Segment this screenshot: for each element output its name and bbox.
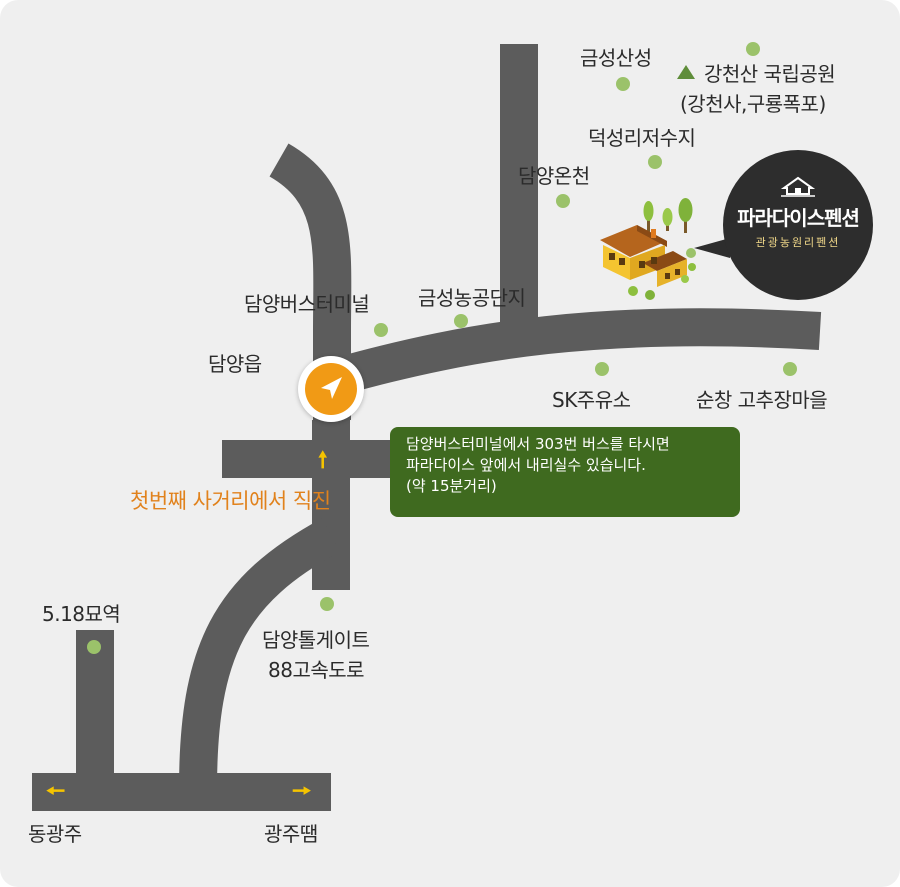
label-gwangju-dam: 광주땜 bbox=[264, 822, 318, 846]
label-gangcheonsan-park: 강천산 국립공원 bbox=[704, 62, 836, 86]
label-expressway: 88고속도로 bbox=[268, 658, 365, 682]
pension-name: 파라다이스펜션 bbox=[737, 206, 860, 230]
poi-dot-icon bbox=[454, 314, 468, 328]
arrow-up-icon: 🠕 bbox=[318, 448, 328, 473]
bus-info-box: 담양버스터미널에서 303번 버스를 타시면 파라다이스 앞에서 내리실수 있습… bbox=[390, 427, 740, 517]
road-south-curve bbox=[179, 518, 341, 791]
label-damyang-eup: 담양읍 bbox=[208, 352, 262, 376]
house-logo-icon bbox=[780, 176, 816, 197]
poi-dot-icon bbox=[616, 77, 630, 91]
label-damyang-hot-spring: 담양온천 bbox=[518, 164, 590, 188]
label-geumseong-sanseong: 금성산성 bbox=[580, 46, 652, 70]
label-gangcheonsan-sub: (강천사,구룡폭포) bbox=[680, 92, 826, 116]
poi-dot-icon bbox=[783, 362, 797, 376]
bus-info-line: 파라다이스 앞에서 내리실수 있습니다. bbox=[406, 456, 646, 474]
bus-info-line: (약 15분거리) bbox=[406, 477, 497, 495]
road-bottom bbox=[32, 773, 331, 811]
poi-dot-icon bbox=[648, 155, 662, 169]
poi-dot-icon bbox=[746, 42, 760, 56]
label-tollgate: 담양톨게이트 bbox=[262, 628, 370, 652]
road-crossroad bbox=[222, 440, 390, 478]
pension-badge[interactable]: 파라다이스펜션 관광농원리펜션 bbox=[723, 150, 873, 300]
direction-instruction: 첫번째 사거리에서 직진 bbox=[130, 489, 331, 513]
label-deokseong-reservoir: 덕성리저수지 bbox=[588, 126, 696, 150]
label-geumseong-industrial: 금성농공단지 bbox=[418, 286, 526, 310]
bus-info-line: 담양버스터미널에서 303번 버스를 타시면 bbox=[406, 435, 670, 453]
label-memorial-station: 5.18묘역 bbox=[42, 602, 121, 626]
label-damyang-bus-terminal: 담양버스터미널 bbox=[244, 292, 370, 316]
pension-house-illustration bbox=[600, 198, 696, 300]
road-memorial bbox=[76, 630, 114, 792]
road-east bbox=[334, 308, 822, 395]
current-location-marker[interactable] bbox=[298, 356, 364, 422]
label-sunchang-village: 순창 고추장마을 bbox=[696, 388, 828, 412]
road-north-curve bbox=[268, 143, 352, 420]
poi-dot-icon bbox=[595, 362, 609, 376]
label-sk-gas-station: SK주유소 bbox=[552, 388, 631, 412]
arrow-right-icon: 🠖 bbox=[292, 779, 312, 804]
poi-dot-icon bbox=[374, 323, 388, 337]
badge-pointer bbox=[694, 238, 730, 258]
pension-subtitle: 관광농원리펜션 bbox=[755, 236, 841, 249]
poi-dot-icon bbox=[320, 597, 334, 611]
navigation-arrow-icon bbox=[305, 363, 357, 415]
arrow-left-icon: 🠔 bbox=[46, 779, 66, 804]
triangle-icon bbox=[677, 65, 695, 79]
poi-dot-icon bbox=[556, 194, 570, 208]
poi-dot-icon bbox=[87, 640, 101, 654]
label-east-gwangju: 동광주 bbox=[28, 822, 82, 846]
